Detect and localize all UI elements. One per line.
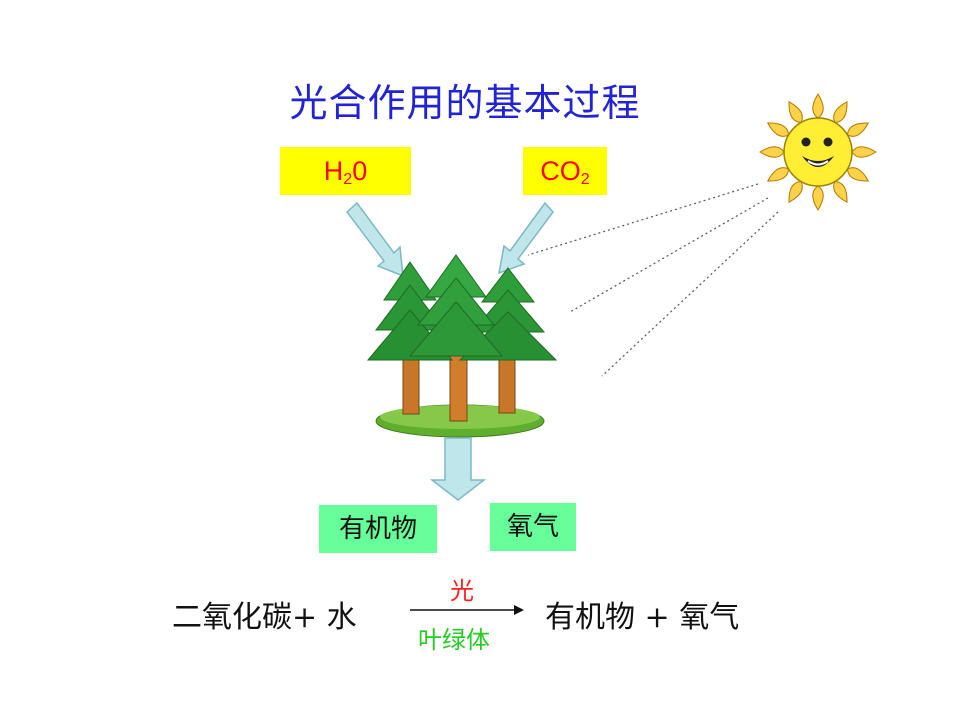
oxygen-label: 氧气 [506,512,559,542]
equation-condition-light: 光 [450,577,474,605]
page-title: 光合作用的基本过程 [289,81,641,125]
equation-products: 有机物 + 氧气 [545,600,740,635]
water-input-box: H20 [280,147,411,195]
organic-matter-label: 有机物 [338,514,417,544]
co2-in-arrow [498,201,554,275]
equation-condition-chloroplast: 叶绿体 [418,626,490,654]
output-down-arrow [429,437,487,501]
equation-reactants: 二氧化碳+ 水 [172,600,357,635]
co2-label-main: CO [540,156,581,186]
oxygen-output-box: 氧气 [490,503,576,551]
sunlight-rays [527,183,779,377]
co2-input-box: CO2 [523,147,607,195]
reaction-arrow [410,605,524,615]
co2-label-sub: 2 [580,171,590,188]
water-label-tail: 0 [352,156,368,186]
water-in-arrow [345,201,404,278]
water-label-sub: 2 [343,171,353,188]
tree-group-icon [366,254,558,438]
water-label-main: H [323,156,344,186]
sun-icon [759,93,877,211]
organic-matter-output-box: 有机物 [319,505,437,553]
